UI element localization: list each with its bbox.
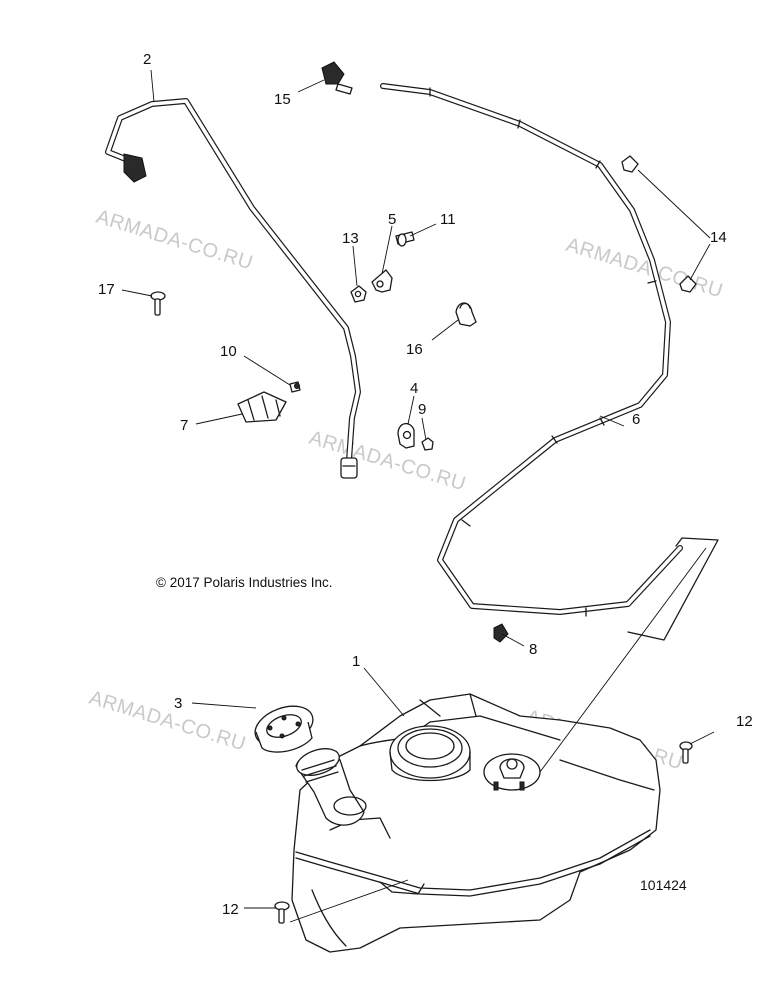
clip-part-14[interactable] <box>621 155 697 293</box>
hose-clip-part-7[interactable] <box>237 391 287 423</box>
callout-4: 4 <box>410 380 418 397</box>
callout-17: 17 <box>98 281 115 298</box>
watermark-text: ARMADA-CO.RU <box>94 206 256 275</box>
fastener-part-10[interactable] <box>289 381 301 393</box>
connector-part-15[interactable] <box>321 61 353 95</box>
leader-lines <box>121 69 715 923</box>
callout-11: 11 <box>440 211 456 228</box>
callout-16: 16 <box>406 341 423 358</box>
vent-hose-part-6[interactable] <box>380 83 719 641</box>
callout-3: 3 <box>174 695 182 712</box>
copyright-notice: © 2017 Polaris Industries Inc. <box>156 575 333 590</box>
callout-2: 2 <box>143 51 151 68</box>
callout-1: 1 <box>352 653 360 670</box>
figure-number: 101424 <box>640 877 687 893</box>
callout-15: 15 <box>274 91 291 108</box>
clamp-part-5[interactable] <box>371 269 393 293</box>
callout-5: 5 <box>388 211 396 228</box>
fuel-line-part-2[interactable] <box>105 98 361 479</box>
watermark-text: ARMADA-CO.RU <box>307 427 469 496</box>
callout-12-right: 12 <box>736 713 753 730</box>
nut-part-13[interactable] <box>350 285 367 303</box>
screw-part-11[interactable] <box>395 231 415 247</box>
screw-part-12-left[interactable] <box>274 901 290 924</box>
fuel-cap-part-3[interactable] <box>250 699 319 753</box>
screw-part-17[interactable] <box>150 291 166 316</box>
callout-labels: 1 2 3 4 5 6 7 8 9 10 11 12 12 13 14 15 1… <box>98 51 753 918</box>
callout-9: 9 <box>418 401 426 418</box>
callout-8: 8 <box>529 641 537 658</box>
callout-14: 14 <box>710 229 727 246</box>
callout-13: 13 <box>342 230 359 247</box>
clip-part-8[interactable] <box>493 623 509 643</box>
callout-10: 10 <box>220 343 237 360</box>
watermark-layer: ARMADA-CO.RU ARMADA-CO.RU ARMADA-CO.RU A… <box>87 206 726 775</box>
watermark-text: ARMADA-CO.RU <box>87 687 249 756</box>
screw-part-12-right[interactable] <box>679 741 693 764</box>
clamp-part-4[interactable] <box>397 423 415 449</box>
clip-part-16[interactable] <box>455 302 477 327</box>
fuel-tank-part-1[interactable] <box>291 693 661 953</box>
callout-7: 7 <box>180 417 188 434</box>
callout-12-left: 12 <box>222 901 239 918</box>
callout-6: 6 <box>632 411 640 428</box>
nut-part-9[interactable] <box>421 437 434 451</box>
